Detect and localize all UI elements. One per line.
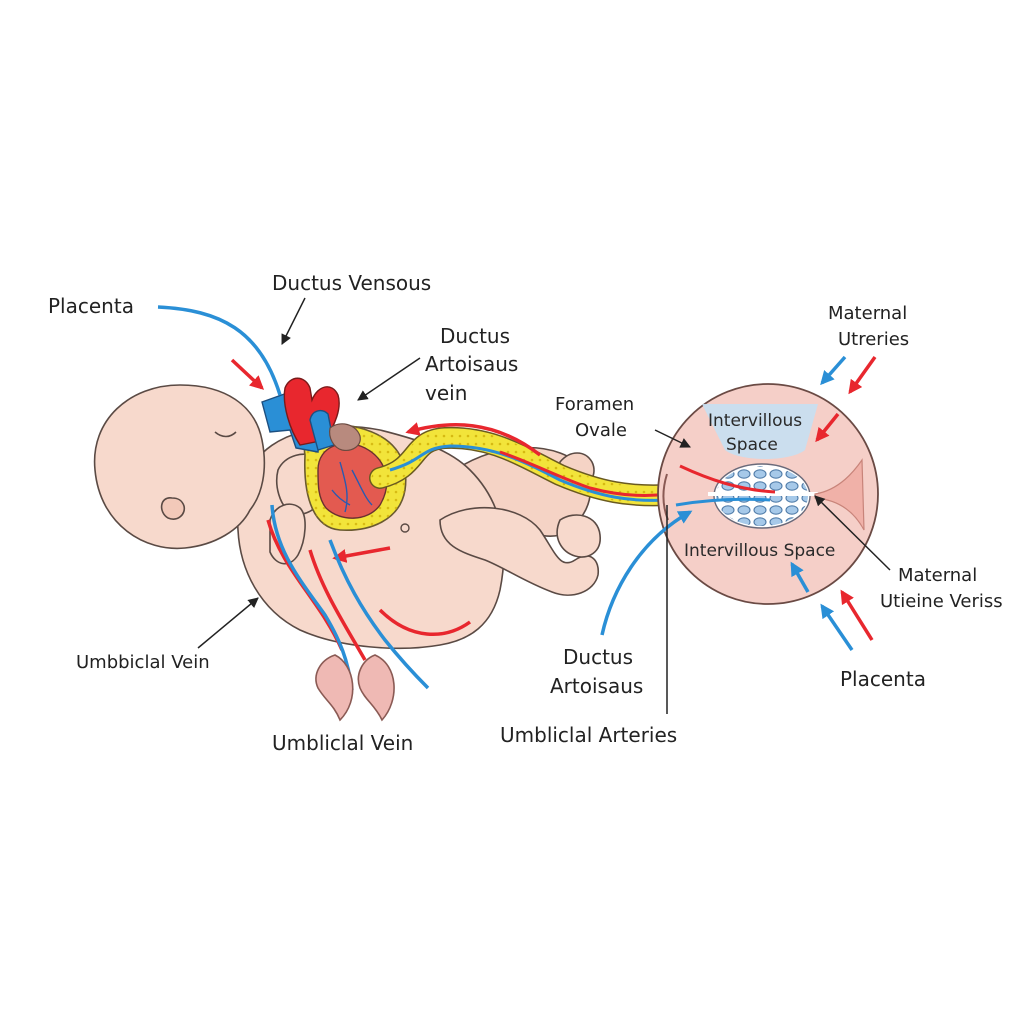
flow-red-curve-lower (378, 608, 472, 637)
flow-red-arrow-cord-top (405, 422, 542, 457)
umbilical-bulb-right (357, 654, 395, 722)
placenta-blue-vessel (675, 497, 771, 507)
fetus-foot-front (556, 514, 601, 558)
umbilical-bulb-left (315, 654, 354, 722)
label-ductus-arteriosus-bottom-2: Artoisaus (550, 674, 643, 698)
fetus-ear (160, 497, 186, 520)
fetal-heart (261, 377, 407, 531)
fetus-navel (400, 523, 410, 533)
umbilical-bulbs (315, 654, 395, 722)
label-umbilical-vein-bottom: Umbliclal Vein (272, 731, 413, 755)
pointer-ductus-arteriosus-top (357, 357, 421, 401)
pointer-foramen-ovale (654, 429, 691, 448)
flow-blue-descending-1 (270, 504, 354, 691)
flow-red-arrow-heart (230, 358, 265, 390)
label-ductus-arteriosus-top-1: Ductus (440, 324, 510, 348)
flow-red-descending-2 (308, 549, 367, 661)
label-maternal-veins-2: Utieine Veriss (880, 591, 1003, 612)
umbilical-cord (369, 426, 679, 507)
label-ductus-arteriosus-top-3: vein (425, 381, 467, 405)
heart-left-atrium (329, 423, 361, 451)
label-intervillous-space-top-2: Space (726, 435, 778, 455)
label-foramen-ovale-1: Foramen (555, 394, 634, 415)
label-ductus-arteriosus-top-2: Artoisaus (425, 352, 518, 376)
label-placenta-left: Placenta (48, 294, 134, 318)
placenta-red-arrow (815, 412, 840, 443)
flow-blue-descending-2 (328, 539, 430, 690)
heart-coronary-vessels (331, 461, 373, 513)
text-labels: Placenta Ductus Vensous Ductus Artoisaus… (48, 271, 1003, 755)
pointer-umbilical-vein-left (197, 597, 259, 649)
maternal-arteries-blue-arrow (820, 355, 847, 386)
pointer-maternal-veins (814, 495, 891, 571)
label-umbilical-vein-left: Umbbiclal Vein (76, 652, 210, 673)
placenta-red-vessel (679, 464, 776, 494)
blood-flow-lines (157, 305, 542, 691)
intervillous-space-top (702, 404, 818, 459)
label-maternal-veins-1: Maternal (898, 565, 977, 586)
label-intervillous-space-bottom: Intervillous Space (684, 541, 835, 561)
label-maternal-arteries-1: Maternal (828, 303, 907, 324)
placenta-right-blue-arrow (820, 603, 854, 651)
label-pointers (197, 297, 891, 714)
label-ductus-arteriosus-bottom-1: Ductus (563, 645, 633, 669)
flow-red-arrow-abdomen (332, 546, 391, 563)
cord-red-vessel (499, 450, 669, 498)
label-umbilical-arteries: Umbliclal Arteries (500, 723, 677, 747)
ductus-arteriosus-blue-arrow (600, 510, 693, 636)
label-intervillous-space-top-1: Intervillous (708, 411, 802, 431)
fetus-leg-front (439, 506, 600, 596)
fetus-eye (214, 431, 237, 438)
label-placenta-right: Placenta (840, 667, 926, 691)
maternal-arteries-red-arrow (848, 355, 877, 395)
placenta-right-red-arrow (840, 589, 874, 641)
pointer-ductus-venosus (281, 297, 306, 345)
placenta-blue-arrow (790, 561, 810, 593)
fetus-head (93, 384, 266, 550)
uterine-vein-funnel (814, 458, 865, 531)
flow-blue-placenta-to-heart (157, 305, 282, 396)
label-ductus-venosus: Ductus Vensous (272, 271, 431, 295)
label-foramen-ovale-2: Ovale (575, 420, 627, 441)
label-maternal-arteries-2: Utreries (838, 329, 909, 350)
